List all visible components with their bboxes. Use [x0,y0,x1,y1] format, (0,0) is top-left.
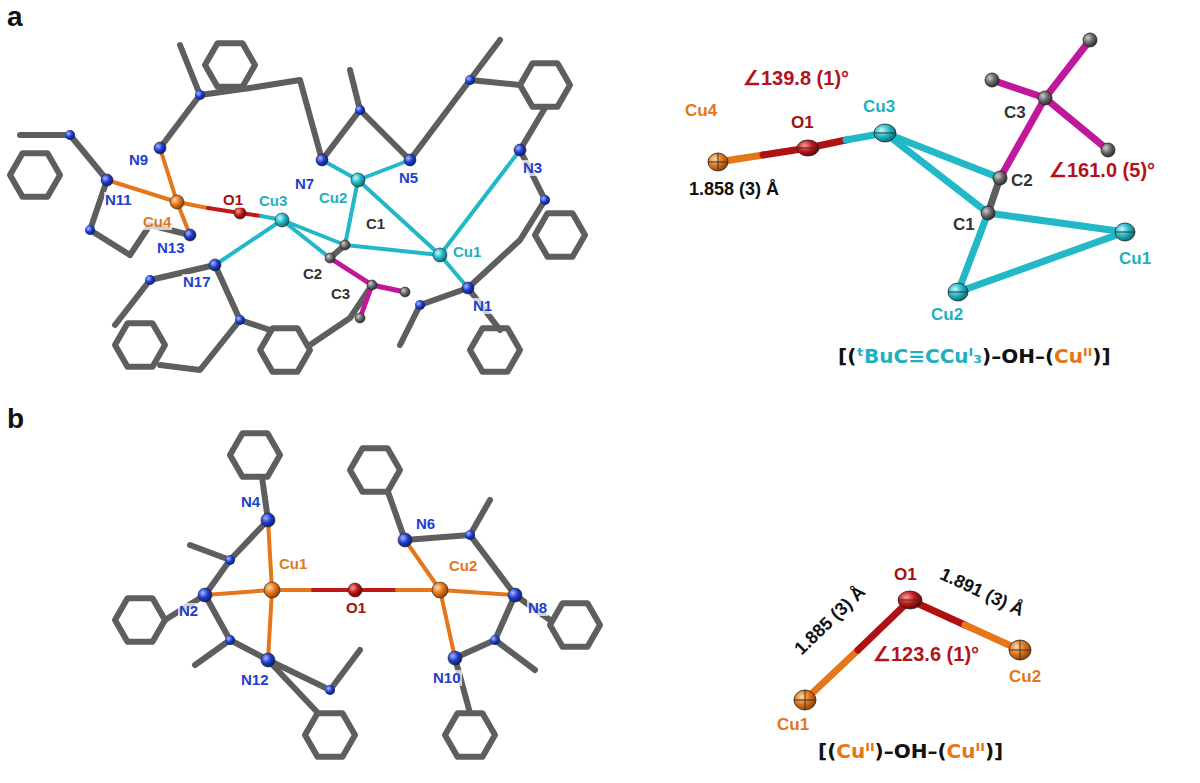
panel-letter: a [6,2,24,31]
formula-part: )–OH–( [875,739,947,763]
formula-part: ᵗBuC≡CCuᴵ₃ [856,344,982,368]
atom-label: O1 [222,192,244,208]
panel-letter: b [6,404,25,433]
atom-label: Cu3 [258,193,288,209]
atom-label: N17 [182,274,212,290]
amine-nitrogens [225,530,500,695]
atom-label: N7 [294,176,315,192]
atom-label: C3 [330,286,351,302]
atom-label: N13 [156,240,186,256]
atom-label: Cu4 [684,102,718,120]
angle-label: ∠139.8 (1)° [742,68,850,89]
atom-label: C2 [302,266,323,282]
angle-label: ∠123.6 (1)° [872,644,980,665]
atom-label: O1 [345,600,367,616]
formula-part: [( [818,739,836,763]
formula-part: [( [838,344,856,368]
metal-bonds [205,520,515,660]
atom-label: N5 [398,170,419,186]
atom-label: C3 [1003,104,1027,122]
atom-label: Cu2 [448,558,478,574]
angle-label: ∠161.0 (5)° [1048,160,1156,181]
atom-label: Cu2 [930,306,964,324]
metal-bonds [107,148,520,318]
atom-label: Cu4 [142,214,172,230]
atom-label: Cu1 [278,556,308,572]
distance-label: 1.885 (3) Å [790,581,869,659]
amine-nitrogens [65,75,550,325]
atoms [198,513,522,667]
atom-label: N3 [522,160,543,176]
distance-label: 1.891 (3) Å [936,564,1027,620]
atom-label: Cu2 [318,190,348,206]
atoms [101,142,526,323]
atom-label: C1 [365,216,386,232]
formula: [(Cuᴵᴵ)–OH–(Cuᴵᴵ)] [818,740,1003,762]
atom-label: C2 [1010,172,1034,190]
formula-part: Cuᴵᴵ [1054,344,1092,368]
atom-label: N6 [415,516,436,532]
atom-label: Cu2 [1008,668,1042,686]
atom-label: N4 [240,494,261,510]
atom-label: N10 [432,670,462,686]
ligand-framework [115,433,600,756]
formula-part: )] [1092,344,1110,368]
atom-label: N8 [527,600,548,616]
atom-label: Cu3 [862,98,896,116]
atom-label: N12 [240,672,270,688]
ligand-framework [10,40,585,372]
atom-label: Cu1 [776,716,810,734]
atom-label: O1 [893,566,918,584]
atom-label: N1 [472,298,493,314]
formula-part: Cuᴵᴵ [947,739,985,763]
atom-label: N9 [128,152,149,168]
distance-label: 1.858 (3) Å [688,180,780,199]
atom-label: O1 [790,114,815,132]
formula-part: )] [985,739,1003,763]
formula-part: )–OH–( [982,344,1054,368]
atom-label: C1 [952,216,976,234]
atom-label: Cu1 [452,244,482,260]
atom-label: Cu1 [1118,250,1152,268]
formula: [(ᵗBuC≡CCuᴵ₃)–OH–(Cuᴵᴵ)] [838,345,1111,367]
atom-label: N2 [178,603,199,619]
formula-part: Cuᴵᴵ [836,739,874,763]
atom-label: N11 [104,192,133,208]
